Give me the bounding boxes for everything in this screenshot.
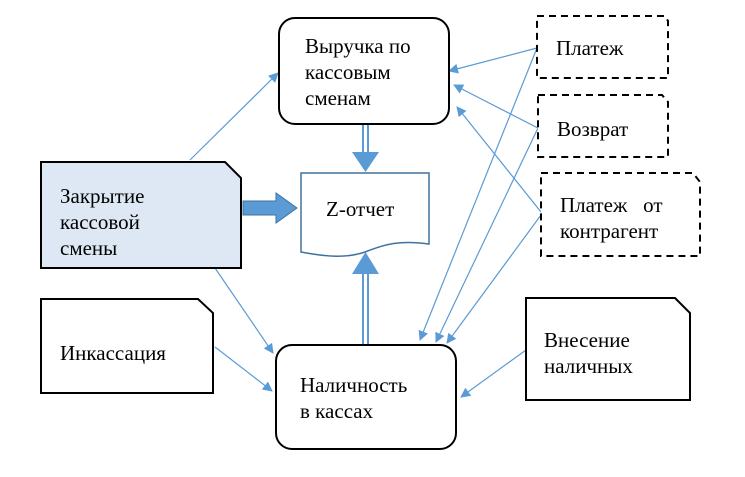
node-encashment-box [40, 298, 214, 394]
node-refund-label: Возврат [557, 117, 629, 141]
node-counterparty-box [540, 172, 701, 257]
arrow-encashment-to-cash [214, 346, 273, 392]
node-closing-label: Закрытие кассовой смены [60, 184, 145, 260]
node-cash-box [275, 344, 457, 450]
node-z-report-box [300, 172, 430, 257]
node-closing-box [40, 161, 242, 269]
arrow-payment-to-cash [418, 47, 538, 341]
arrow-refund-to-cash [435, 127, 539, 343]
node-payment-label: Платеж [556, 36, 624, 60]
arrow-counterparty-to-cash [446, 214, 542, 344]
node-payment-box [536, 15, 669, 79]
arrow-closing-to-revenue [189, 72, 279, 161]
node-revenue-box [278, 17, 450, 125]
arrow-payment-to-revenue [448, 47, 538, 74]
arrow-counterparty-to-revenue [456, 106, 542, 213]
double-arrow-revenue-to-z [352, 124, 379, 172]
node-z-report-label: Z-отчет [326, 197, 395, 221]
arrow-refund-to-revenue [453, 84, 539, 129]
node-deposit-box [525, 297, 691, 401]
arrow-deposit-to-cash [460, 349, 527, 398]
arrow-closing-to-cash [214, 267, 274, 354]
double-arrow-cash-to-z [352, 252, 379, 345]
node-deposit-label: Внесение наличных [544, 328, 633, 378]
node-refund-box [537, 94, 669, 158]
node-cash-label: Наличность в кассах [300, 373, 408, 423]
node-counterparty-label: Платеж от контрагент [560, 193, 663, 243]
node-encashment-label: Инкассация [60, 341, 166, 365]
block-arrow-closing-to-z [242, 192, 298, 224]
node-revenue-label: Выручка по кассовым сменам [305, 34, 411, 110]
